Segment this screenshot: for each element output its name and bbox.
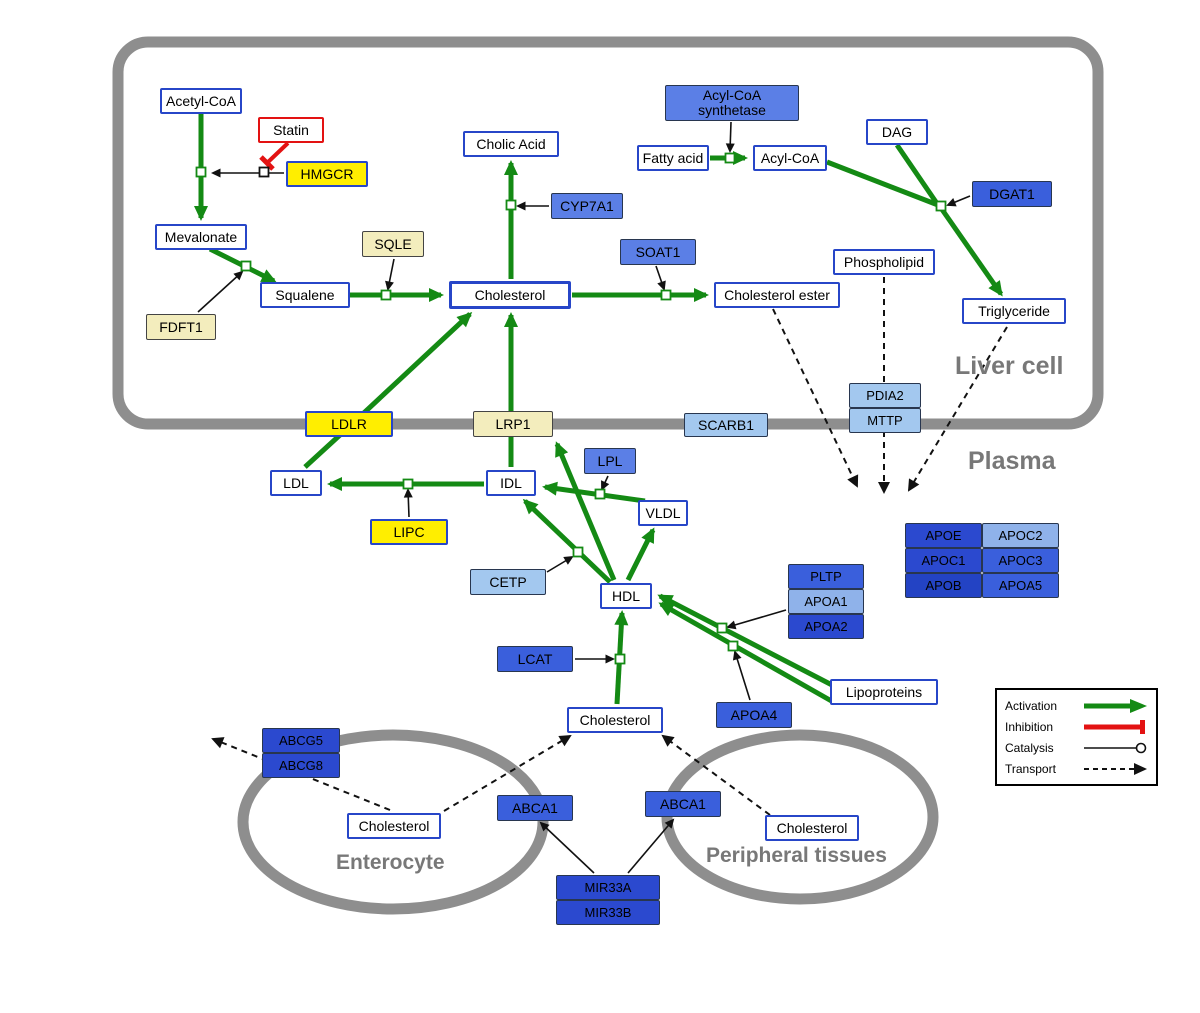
node-pdia2[interactable]: PDIA2: [849, 383, 921, 408]
node-lpl[interactable]: LPL: [584, 448, 636, 474]
peripheral-tissues-label: Peripheral tissues: [706, 844, 887, 867]
node-idl[interactable]: IDL: [486, 470, 536, 496]
node-cetp[interactable]: CETP: [470, 569, 546, 595]
node-abcg5[interactable]: ABCG5: [262, 728, 340, 753]
inhibition-bar-icon: [1084, 719, 1145, 734]
node-ldl[interactable]: LDL: [270, 470, 322, 496]
node-cholic-acid[interactable]: Cholic Acid: [463, 131, 559, 157]
node-apoa1[interactable]: APOA1: [788, 589, 864, 614]
node-lcat[interactable]: LCAT: [497, 646, 573, 672]
node-dag[interactable]: DAG: [866, 119, 928, 145]
node-apob[interactable]: APOB: [905, 573, 982, 598]
node-acetyl-coa[interactable]: Acetyl-CoA: [160, 88, 242, 114]
node-cholesterol-ester[interactable]: Cholesterol ester: [714, 282, 840, 308]
node-apoc1[interactable]: APOC1: [905, 548, 982, 573]
node-triglyceride[interactable]: Triglyceride: [962, 298, 1066, 324]
node-cholesterol-plasma[interactable]: Cholesterol: [567, 707, 663, 733]
legend-row-inhibition: Inhibition: [1005, 719, 1148, 735]
activation-arrow-icon: [1084, 698, 1147, 713]
node-apoe[interactable]: APOE: [905, 523, 982, 548]
node-statin[interactable]: Statin: [258, 117, 324, 143]
legend: Activation Inhibition Catalysis Transpor…: [995, 688, 1158, 786]
node-apoc2[interactable]: APOC2: [982, 523, 1059, 548]
inhibition-edge: [259, 141, 290, 171]
reaction-nodes: [195, 152, 947, 665]
node-cholesterol-peripheral[interactable]: Cholesterol: [765, 815, 859, 841]
node-squalene[interactable]: Squalene: [260, 282, 350, 308]
node-abcg8[interactable]: ABCG8: [262, 753, 340, 778]
transport-edges: [211, 277, 1008, 816]
node-vldl[interactable]: VLDL: [638, 500, 688, 526]
legend-activation-label: Activation: [1005, 698, 1058, 713]
node-mir33a[interactable]: MIR33A: [556, 875, 660, 900]
legend-row-transport: Transport: [1005, 761, 1148, 777]
legend-row-catalysis: Catalysis: [1005, 740, 1148, 756]
peripheral-tissues-membrane: [661, 729, 939, 905]
catalysis-circle-icon: [1084, 742, 1147, 753]
legend-inhibition-label: Inhibition: [1005, 719, 1054, 734]
transport-arrow-icon: [1084, 762, 1147, 775]
node-abca1-peripheral[interactable]: ABCA1: [645, 791, 721, 817]
node-acyl-coa-synthetase[interactable]: Acyl-CoA synthetase: [665, 85, 799, 121]
node-apoa2[interactable]: APOA2: [788, 614, 864, 639]
node-cyp7a1[interactable]: CYP7A1: [551, 193, 623, 219]
node-ldlr[interactable]: LDLR: [305, 411, 393, 437]
node-lipc[interactable]: LIPC: [370, 519, 448, 545]
liver-cell-label: Liver cell: [955, 352, 1064, 380]
node-cholesterol-enterocyte[interactable]: Cholesterol: [347, 813, 441, 839]
enterocyte-label: Enterocyte: [336, 851, 445, 874]
node-hmgcr[interactable]: HMGCR: [286, 161, 368, 187]
node-phospholipid[interactable]: Phospholipid: [833, 249, 935, 275]
node-mttp[interactable]: MTTP: [849, 408, 921, 433]
node-fatty-acid[interactable]: Fatty acid: [637, 145, 709, 171]
node-apoa5[interactable]: APOA5: [982, 573, 1059, 598]
node-lipoproteins[interactable]: Lipoproteins: [830, 679, 938, 705]
node-sqle[interactable]: SQLE: [362, 231, 424, 257]
node-apoc3[interactable]: APOC3: [982, 548, 1059, 573]
catalysis-edges: [197, 121, 971, 874]
node-mevalonate[interactable]: Mevalonate: [155, 224, 247, 250]
node-lrp1[interactable]: LRP1: [473, 411, 553, 437]
legend-row-activation: Activation: [1005, 698, 1148, 714]
node-apoa4[interactable]: APOA4: [716, 702, 792, 728]
node-hdl[interactable]: HDL: [600, 583, 652, 609]
legend-transport-label: Transport: [1005, 761, 1056, 776]
node-scarb1[interactable]: SCARB1: [684, 413, 768, 437]
node-mir33b[interactable]: MIR33B: [556, 900, 660, 925]
node-pltp[interactable]: PLTP: [788, 564, 864, 589]
node-dgat1[interactable]: DGAT1: [972, 181, 1052, 207]
node-abca1-enterocyte[interactable]: ABCA1: [497, 795, 573, 821]
node-acyl-coa[interactable]: Acyl-CoA: [753, 145, 827, 171]
legend-catalysis-label: Catalysis: [1005, 740, 1054, 755]
node-soat1[interactable]: SOAT1: [620, 239, 696, 265]
liver-cell-membrane: [112, 36, 1104, 430]
node-cholesterol-liver[interactable]: Cholesterol: [449, 281, 571, 309]
plasma-label: Plasma: [968, 447, 1056, 475]
node-fdft1[interactable]: FDFT1: [146, 314, 216, 340]
